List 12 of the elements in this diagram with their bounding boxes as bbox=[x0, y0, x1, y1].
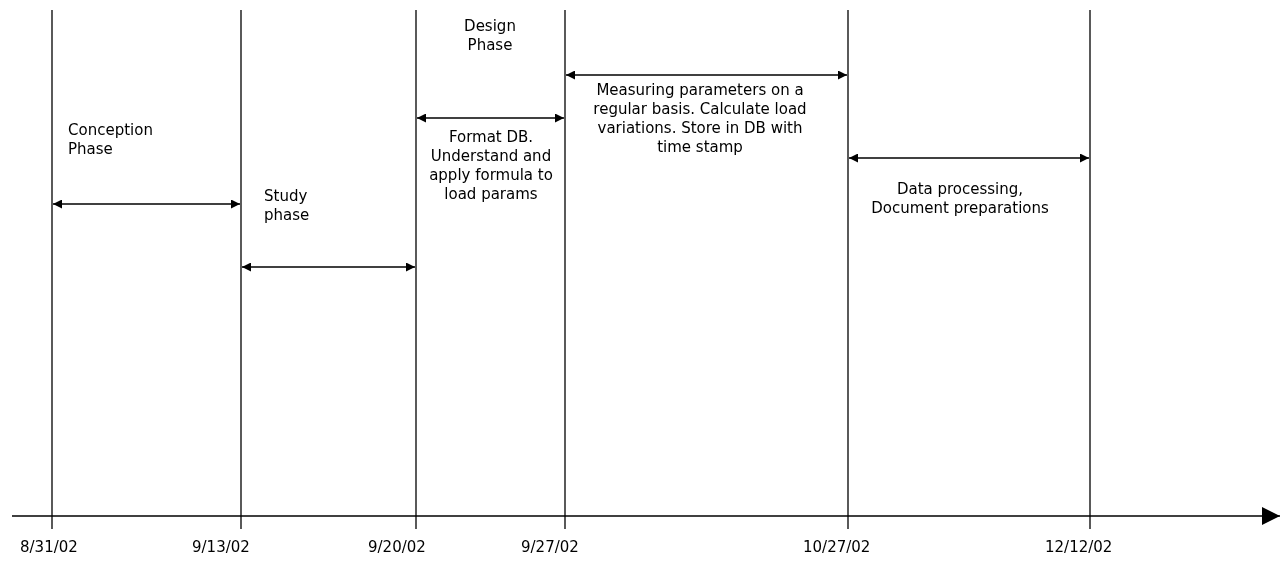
phase-description: Format DB. Understand and apply formula to load params bbox=[428, 128, 554, 204]
phase-description: Data processing, Document preparations bbox=[870, 180, 1050, 218]
date-label: 9/13/02 bbox=[192, 538, 250, 557]
date-label: 9/27/02 bbox=[521, 538, 579, 557]
date-label: 9/20/02 bbox=[368, 538, 426, 557]
phase-description: Measuring parameters on a regular basis. Calculate load variations. Store in DB with time stamp bbox=[592, 81, 808, 157]
date-label: 10/27/02 bbox=[803, 538, 871, 557]
phase-label: Conception Phase bbox=[68, 121, 154, 159]
phase-label: Study phase bbox=[264, 187, 311, 225]
phase-label: Design Phase bbox=[463, 17, 517, 55]
date-label: 12/12/02 bbox=[1045, 538, 1113, 557]
date-label: 8/31/02 bbox=[20, 538, 78, 557]
